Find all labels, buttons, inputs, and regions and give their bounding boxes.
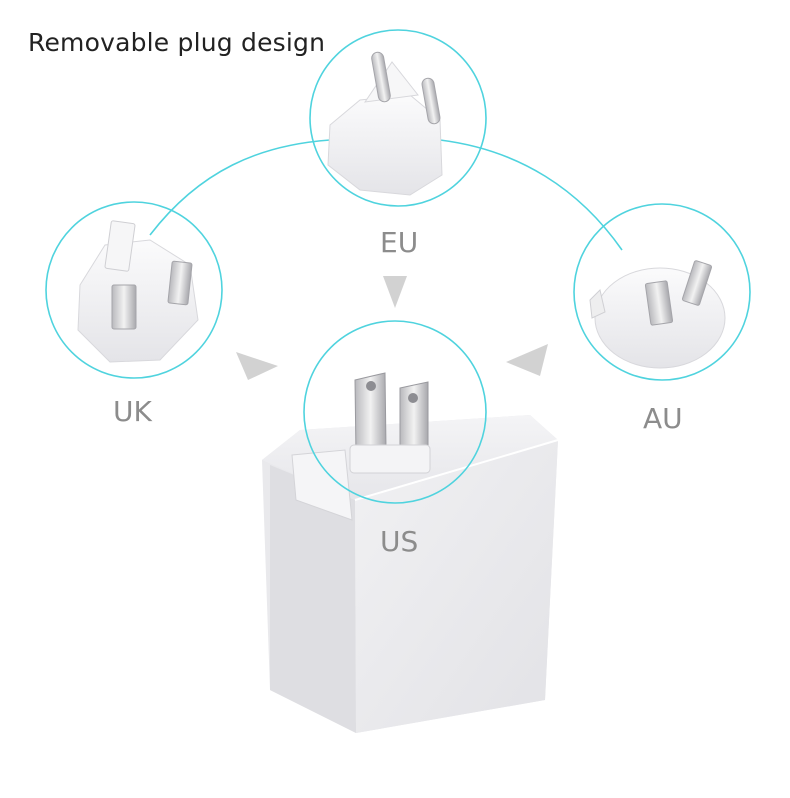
connector-line-uk: [149, 139, 331, 236]
au-plug-circle: [573, 203, 751, 381]
au-label: AU: [643, 402, 683, 435]
arrow-left-icon: [506, 344, 548, 376]
page-title: Removable plug design: [28, 28, 326, 57]
arrow-right-icon: [236, 352, 278, 380]
eu-plug-circle: [309, 29, 487, 207]
uk-plug: [77, 220, 199, 363]
uk-label: UK: [113, 395, 152, 428]
charger-body: [262, 415, 559, 733]
connector-line-au: [439, 139, 623, 251]
us-plug-pins: [349, 372, 431, 474]
uk-plug-circle: [45, 201, 223, 379]
eu-label: EU: [380, 226, 419, 259]
arrow-down-icon: [383, 276, 407, 308]
au-plug: [589, 260, 726, 369]
eu-plug: [327, 51, 443, 196]
us-plug-circle: [303, 320, 487, 504]
us-label: US: [380, 525, 419, 558]
